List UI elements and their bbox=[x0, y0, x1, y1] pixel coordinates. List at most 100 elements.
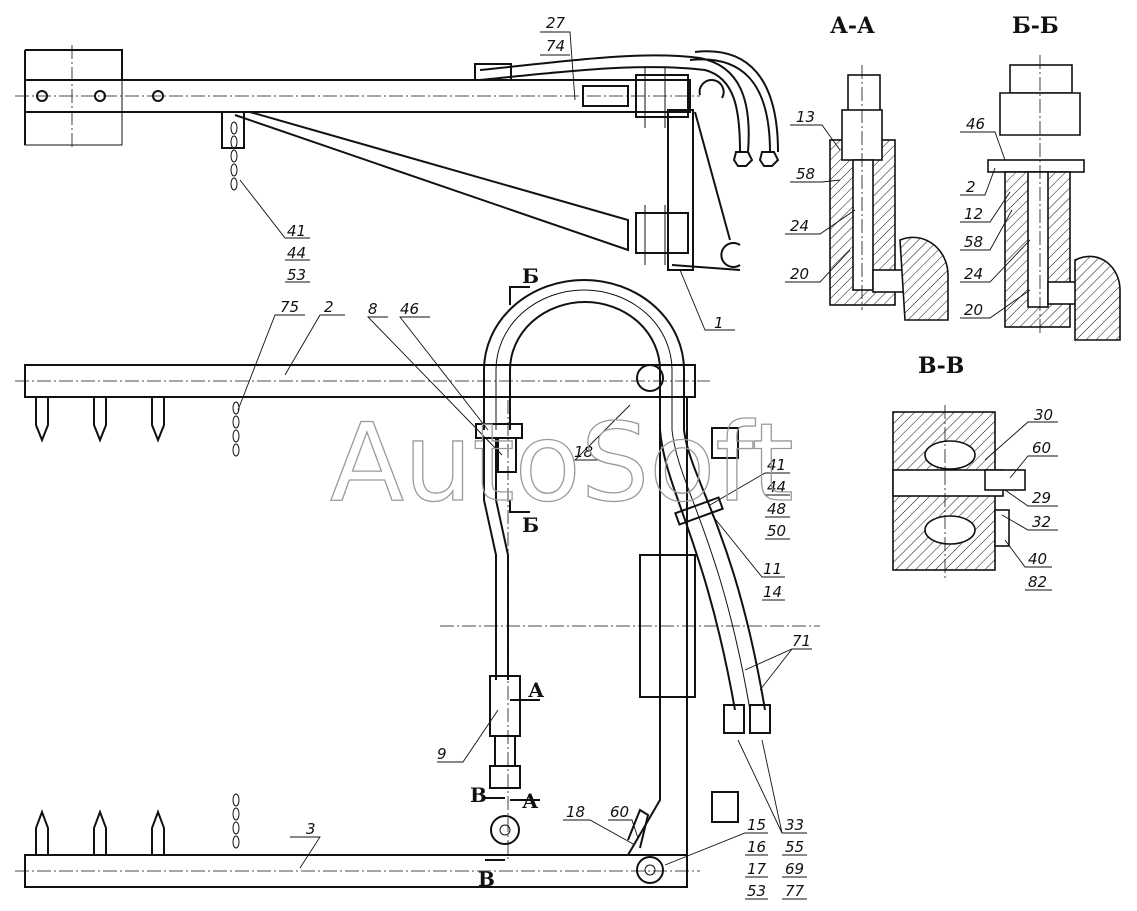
callout-3: 3 bbox=[306, 820, 316, 838]
callout-71: 71 bbox=[792, 632, 811, 650]
callout-58: 58 bbox=[796, 165, 815, 183]
section-aa-title: А-А bbox=[830, 13, 875, 39]
callout-44: 44 bbox=[767, 478, 786, 496]
lower-hinge bbox=[635, 212, 689, 254]
callout-40: 40 bbox=[1028, 550, 1047, 568]
callout-24: 24 bbox=[790, 217, 809, 235]
cut-mark-b-top: Б bbox=[522, 264, 539, 288]
callout-74: 74 bbox=[546, 37, 565, 55]
cylinder-rod-end bbox=[494, 735, 516, 767]
callout-60: 60 bbox=[610, 803, 629, 821]
section-aa: А-А bbox=[829, 13, 949, 321]
hose-nut bbox=[732, 151, 754, 167]
callout-53: 53 bbox=[747, 882, 766, 900]
callout-18: 18 bbox=[574, 443, 593, 461]
upper-hinge bbox=[635, 74, 689, 118]
cut-mark-v-bottom: В bbox=[478, 867, 495, 891]
callout-17: 17 bbox=[747, 860, 767, 878]
callout-77: 77 bbox=[785, 882, 805, 900]
callout-27: 27 bbox=[546, 14, 566, 32]
section-aa-pipe bbox=[847, 74, 881, 116]
hose-loop-inner bbox=[509, 301, 736, 711]
callout-2: 2 bbox=[966, 178, 976, 196]
callout-18: 18 bbox=[566, 803, 585, 821]
callout-11: 11 bbox=[763, 560, 782, 578]
callout-9: 9 bbox=[437, 745, 447, 763]
callout-50: 50 bbox=[767, 522, 786, 540]
cut-mark-a-top: А bbox=[528, 678, 545, 702]
callout-24: 24 bbox=[964, 265, 983, 283]
hose-clamp bbox=[674, 496, 724, 526]
hose-side-2 bbox=[479, 66, 741, 153]
chain-top bbox=[232, 401, 240, 457]
hose-end-fitting bbox=[723, 704, 745, 734]
tines-bottom bbox=[35, 809, 165, 855]
callout-32: 32 bbox=[1032, 513, 1051, 531]
callout-15: 15 bbox=[747, 816, 766, 834]
callout-46: 46 bbox=[400, 300, 419, 318]
pivot-top bbox=[636, 364, 664, 392]
pivot-bottom bbox=[636, 856, 664, 884]
section-vv-title: В-В bbox=[918, 353, 964, 379]
hose-nut bbox=[758, 151, 780, 167]
bolt-hole bbox=[152, 90, 164, 102]
callout-69: 69 bbox=[785, 860, 804, 878]
vertical-post bbox=[667, 109, 694, 271]
side-bracket bbox=[711, 791, 739, 823]
hydraulic-cylinder bbox=[489, 675, 521, 737]
callout-60: 60 bbox=[1032, 439, 1051, 457]
rear-rod bbox=[694, 111, 731, 241]
callout-20: 20 bbox=[790, 265, 809, 283]
section-vv: В-В bbox=[892, 353, 1026, 578]
section-bb-pipe bbox=[1009, 64, 1073, 94]
cut-mark-v-top: В bbox=[470, 783, 487, 807]
cut-mark-a-bottom: А bbox=[522, 789, 539, 813]
hose-fitting bbox=[474, 63, 512, 81]
callout-41: 41 bbox=[767, 456, 786, 474]
callout-20: 20 bbox=[964, 301, 983, 319]
callout-1: 1 bbox=[714, 314, 724, 332]
section-vv-cap bbox=[984, 469, 1026, 491]
mount-plate bbox=[24, 49, 123, 145]
hook-upper bbox=[698, 78, 725, 99]
callout-29: 29 bbox=[1032, 489, 1051, 507]
callout-41: 41 bbox=[287, 222, 306, 240]
callout-53: 53 bbox=[287, 266, 306, 284]
section-vv-roller bbox=[924, 515, 976, 545]
callout-2: 2 bbox=[324, 298, 334, 316]
cylinder-pivot bbox=[490, 815, 520, 845]
watermark: AutoSoft bbox=[330, 401, 794, 526]
callout-75: 75 bbox=[280, 298, 299, 316]
hook-lower bbox=[720, 242, 741, 268]
diagonal-brace bbox=[234, 111, 629, 252]
section-bb-hex-nut bbox=[999, 92, 1081, 136]
section-vv-washer bbox=[994, 509, 1010, 547]
callout-12: 12 bbox=[964, 205, 983, 223]
section-bb-elbow bbox=[1074, 255, 1121, 341]
side-view bbox=[15, 45, 780, 271]
cylinder-hose bbox=[483, 438, 509, 680]
bottom-bar bbox=[671, 264, 741, 271]
callout-48: 48 bbox=[767, 500, 786, 518]
hose-side-3 bbox=[689, 58, 771, 153]
callout-14: 14 bbox=[763, 583, 782, 601]
cut-marks: Б Б А А В В bbox=[470, 264, 545, 891]
callout-8: 8 bbox=[368, 300, 378, 318]
side-bracket bbox=[711, 427, 739, 459]
callout-82: 82 bbox=[1028, 573, 1047, 591]
bolt-hole bbox=[94, 90, 106, 102]
callout-33: 33 bbox=[785, 816, 804, 834]
cut-mark-b-bottom: Б bbox=[522, 513, 539, 537]
callouts: 27 74 41 44 53 1 13 58 24 20 46 2 12 58 … bbox=[280, 14, 1053, 900]
hose-side-1 bbox=[479, 54, 750, 153]
chain bbox=[230, 121, 238, 191]
section-aa-elbow bbox=[899, 236, 949, 321]
callout-16: 16 bbox=[747, 838, 766, 856]
callout-30: 30 bbox=[1034, 406, 1053, 424]
section-bb: Б-Б bbox=[987, 13, 1121, 341]
callout-46: 46 bbox=[966, 115, 985, 133]
chain-bottom bbox=[232, 793, 240, 849]
leader-lines bbox=[237, 31, 1058, 900]
callout-44: 44 bbox=[287, 244, 306, 262]
